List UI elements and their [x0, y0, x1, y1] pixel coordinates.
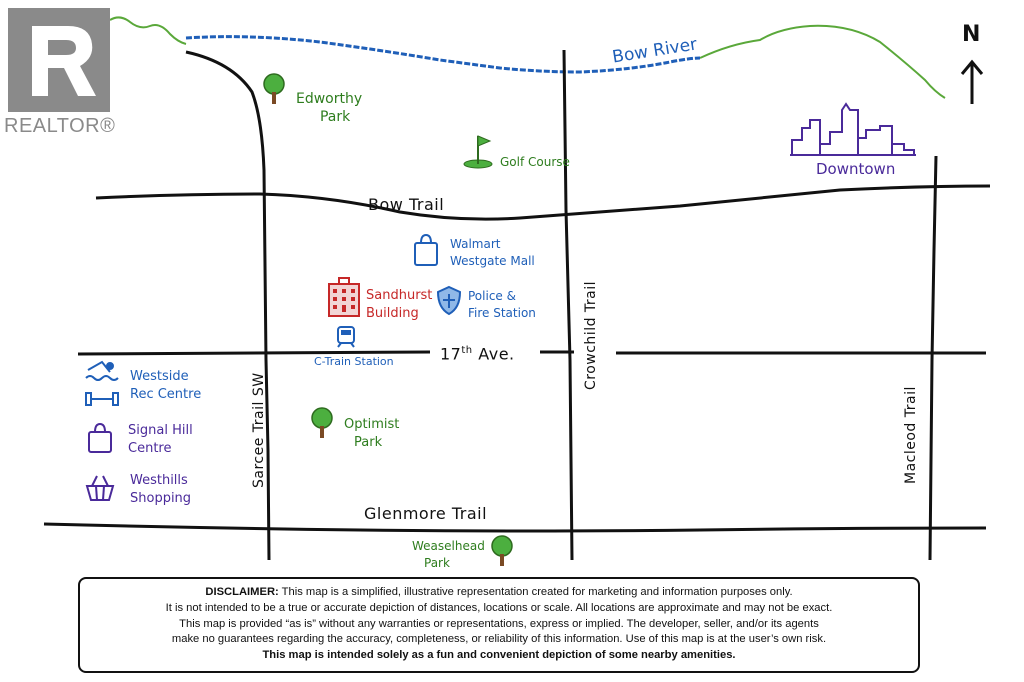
disclaimer-line1: DISCLAIMER: This map is a simplified, il… — [90, 585, 908, 601]
edworthy-park-label: Edworthy Park — [296, 90, 362, 126]
basket-icon — [85, 475, 115, 501]
disclaimer-heading: DISCLAIMER: — [205, 586, 279, 598]
sarcee-trail-road — [185, 50, 271, 561]
westside-line1: Westside — [130, 369, 189, 384]
swimmer-icon — [85, 360, 119, 381]
disclaimer-box: DISCLAIMER: This map is a simplified, il… — [78, 577, 920, 673]
shoreline-left — [109, 16, 187, 45]
disclaimer-line3: This map is provided “as is” without any… — [179, 617, 819, 630]
bow-river — [185, 35, 701, 74]
17th-ave-road-west — [77, 350, 431, 356]
north-arrow-icon — [960, 59, 984, 104]
disclaimer-line1-text: This map is a simplified, illustrative r… — [278, 586, 793, 598]
golf-course-label: Golf Course — [500, 155, 570, 169]
edworthy-park-line2: Park — [319, 109, 351, 125]
weaselhead-park-label: Weaselhead Park — [412, 538, 485, 572]
realtor-logo-text: REALTOR® — [4, 115, 116, 137]
walmart-westgate-label: Walmart Westgate Mall — [450, 236, 535, 270]
weaselhead-line2: Park — [424, 556, 450, 570]
glenmore-trail-road — [43, 522, 987, 533]
sandhurst-line2: Building — [366, 306, 419, 321]
walmart-line2: Westgate Mall — [450, 254, 535, 268]
westhills-label: Westhills Shopping — [130, 472, 191, 508]
dumbbell-icon — [85, 392, 119, 406]
city-skyline-icon — [790, 102, 916, 156]
train-icon — [337, 326, 355, 348]
westhills-line1: Westhills — [130, 473, 188, 488]
sandhurst-building-label: Sandhurst Building — [366, 287, 432, 323]
disclaimer-line5: This map is intended solely as a fun and… — [262, 649, 736, 662]
macleod-trail-road — [928, 155, 938, 561]
bow-trail-road — [95, 184, 991, 221]
police-line1: Police & — [468, 289, 516, 303]
tree-icon — [491, 535, 513, 566]
glenmore-trail-label: Glenmore Trail — [364, 504, 488, 523]
shopping-bag-icon — [414, 233, 438, 266]
edworthy-park-line1: Edworthy — [296, 91, 363, 107]
westside-rec-label: Westside Rec Centre — [130, 368, 201, 404]
17th-ave-number: 17 — [440, 344, 462, 364]
optimist-line2: Park — [354, 435, 383, 450]
shoreline-right — [699, 24, 946, 99]
optimist-park-label: Optimist Park — [344, 416, 399, 452]
disclaimer-line4: make no guarantees regarding the accurac… — [171, 633, 827, 646]
tree-icon — [311, 407, 333, 438]
walmart-line1: Walmart — [450, 237, 501, 251]
downtown-label: Downtown — [816, 160, 896, 178]
golf-flag-icon — [463, 135, 493, 169]
shopping-bag-icon — [88, 422, 112, 453]
17th-ave-suffix-sup: th — [461, 345, 473, 356]
sandhurst-line1: Sandhurst — [366, 288, 433, 303]
weaselhead-line1: Weaselhead — [412, 539, 485, 553]
c-train-station-label: C-Train Station — [314, 355, 394, 368]
crowchild-trail-label: Crowchild Trail — [583, 280, 599, 390]
compass-north-label: N — [962, 22, 981, 47]
realtor-logo — [8, 8, 110, 112]
sarcee-trail-label: Sarcee Trail SW — [251, 372, 267, 488]
signal-hill-label: Signal Hill Centre — [128, 422, 193, 458]
westside-line2: Rec Centre — [130, 387, 202, 402]
17th-ave-label: 17th Ave. — [440, 342, 515, 363]
police-fire-label: Police & Fire Station — [468, 288, 536, 322]
macleod-trail-label: Macleod Trail — [903, 386, 919, 484]
signal-hill-line2: Centre — [128, 441, 172, 456]
crowchild-trail-road — [562, 49, 574, 561]
disclaimer-line2: It is not intended to be a true or accur… — [165, 601, 833, 614]
optimist-line1: Optimist — [344, 417, 400, 432]
police-line2: Fire Station — [468, 306, 536, 320]
bow-trail-label: Bow Trail — [368, 195, 445, 214]
signal-hill-line1: Signal Hill — [128, 423, 193, 438]
building-icon — [328, 277, 360, 317]
17th-ave-suffix: Ave. — [472, 344, 515, 364]
shield-icon — [436, 285, 462, 316]
tree-icon — [263, 73, 285, 104]
westhills-line2: Shopping — [130, 491, 192, 506]
